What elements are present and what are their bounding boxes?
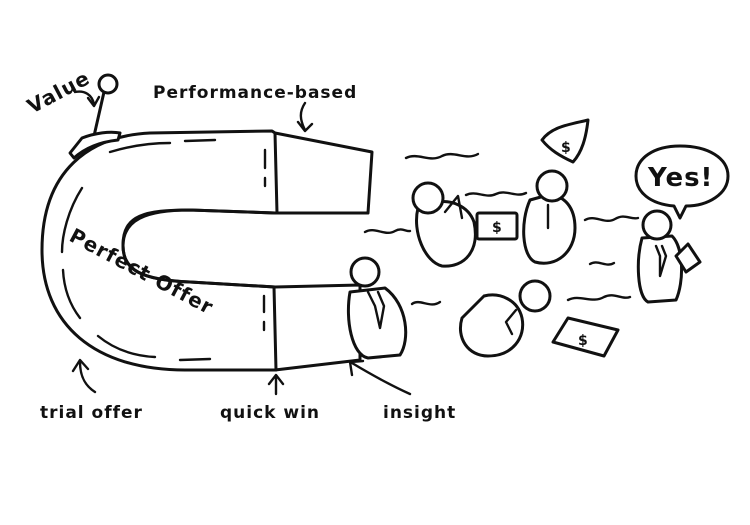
antenna-stick xyxy=(92,90,106,138)
lower-bill-symbol: $ xyxy=(578,333,588,349)
insight-arrow xyxy=(348,359,412,396)
trial-offer-arrow xyxy=(71,358,97,394)
value-antenna xyxy=(68,73,122,160)
middle-bill-symbol: $ xyxy=(492,220,502,236)
horseshoe-magnet xyxy=(40,129,374,372)
crowd-person-a xyxy=(411,181,477,268)
top-pole-divider xyxy=(273,131,279,215)
magnet-inner-arch xyxy=(121,208,277,289)
person-body xyxy=(346,286,408,360)
flying-dollar-bill: $ xyxy=(540,118,590,164)
insight-label: insight xyxy=(383,403,456,423)
bottom-pole-divider xyxy=(272,285,278,372)
value-label: Value xyxy=(23,66,94,119)
dollar-bill-middle: $ xyxy=(475,211,519,241)
magnet-highlight-bottom xyxy=(96,334,212,362)
performance-arrow xyxy=(296,101,314,133)
magnet-body xyxy=(40,129,374,372)
crowd-person-d xyxy=(459,279,552,358)
yes-text: Yes! xyxy=(647,163,713,193)
trial-offer-label: trial offer xyxy=(40,403,143,423)
performance-label: Performance-based xyxy=(153,83,357,103)
person-tie xyxy=(366,290,386,330)
motion-lines xyxy=(363,152,640,306)
quick-win-label: quick win xyxy=(220,403,320,423)
magnet-highlight-left xyxy=(60,186,84,320)
antenna-base xyxy=(68,130,122,160)
magnet-highlight-top xyxy=(108,138,217,154)
quick-win-arrow xyxy=(267,373,285,396)
antenna-knob xyxy=(97,73,119,95)
flying-bill-symbol: $ xyxy=(561,140,571,156)
crowd-person-b xyxy=(522,169,577,265)
person-on-magnet xyxy=(346,256,408,360)
value-arrow xyxy=(73,90,101,108)
speech-bubble-shape xyxy=(634,144,730,220)
crowd-person-c xyxy=(636,209,702,304)
person-head xyxy=(349,256,381,288)
dollar-bill-lower: $ xyxy=(551,316,620,358)
yes-speech-bubble: Yes! xyxy=(634,144,730,220)
